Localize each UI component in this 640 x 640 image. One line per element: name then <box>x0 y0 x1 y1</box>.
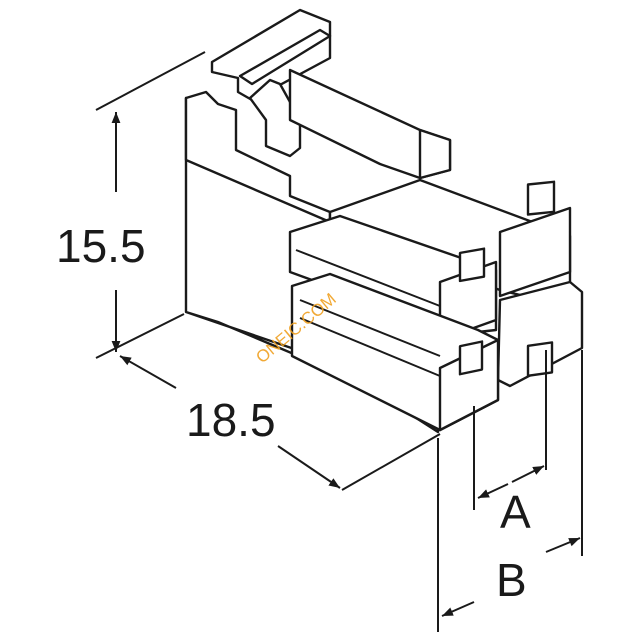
inner-rail-lower <box>299 299 441 357</box>
width-arrow-left <box>441 601 475 617</box>
depth-label: 18.5 <box>186 394 276 446</box>
latch-ridge <box>238 28 332 86</box>
pitch-label: A <box>500 486 531 538</box>
lower-left-terminal-window <box>458 340 484 376</box>
depth-ext-front <box>341 433 441 491</box>
depth-dimension: 18.5 <box>119 355 441 491</box>
latch-hook <box>248 78 302 158</box>
lower-right-terminal-window <box>526 341 554 378</box>
height-ext-bottom <box>95 313 185 359</box>
height-ext-top <box>95 51 206 111</box>
upper-right-front <box>498 206 572 298</box>
latch-bar-end <box>418 128 452 180</box>
width-label: B <box>496 554 527 606</box>
upper-right-terminal-window <box>526 180 556 216</box>
inner-rail-bottom <box>299 317 441 377</box>
connector-body <box>184 8 584 434</box>
width-arrow-right <box>545 537 581 553</box>
height-label: 15.5 <box>56 220 146 272</box>
pitch-dimension: A <box>473 350 547 538</box>
pitch-arrow-left <box>477 483 509 499</box>
upper-left-terminal-window <box>458 247 486 283</box>
inner-rail-upper <box>295 249 441 307</box>
pitch-arrow-right <box>511 465 545 483</box>
height-dimension: 15.5 <box>56 51 206 359</box>
depth-arrow-right <box>277 445 341 489</box>
depth-arrow-left <box>119 355 177 389</box>
back-wall <box>184 90 332 224</box>
width-dimension: B <box>437 350 583 632</box>
